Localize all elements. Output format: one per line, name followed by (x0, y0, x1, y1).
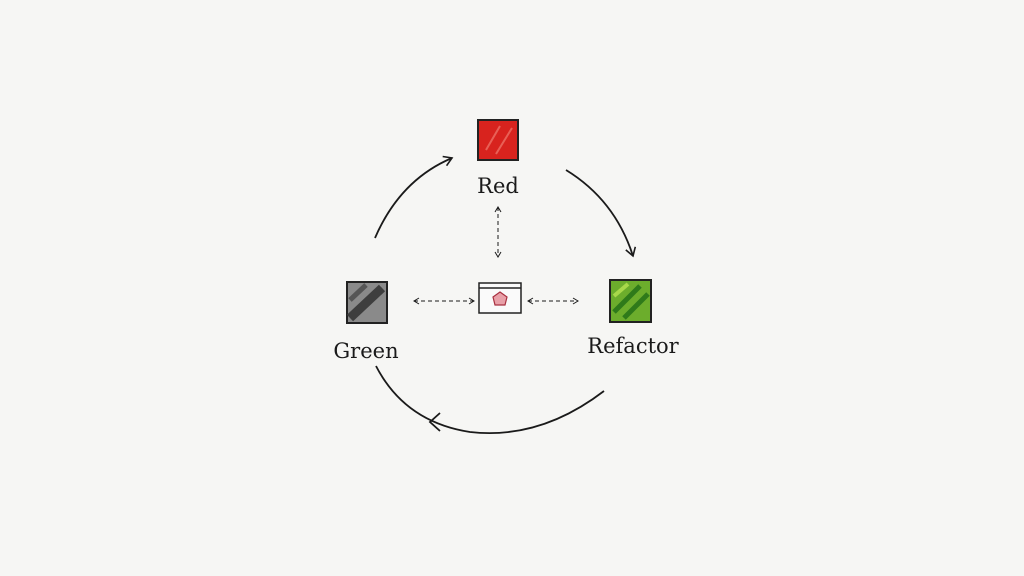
arrow-refactor-to-green (375, 365, 605, 435)
arrow-green-to-red (374, 155, 454, 239)
green-node-square (346, 281, 388, 324)
red-node-square (477, 119, 519, 161)
arrowhead-bottom (428, 412, 441, 432)
refactor-node-square (609, 279, 652, 323)
refactor-label: Refactor (587, 334, 679, 358)
arrow-red-to-refactor (565, 169, 637, 258)
browser-window-pentagon-icon (478, 282, 522, 314)
green-label: Green (333, 339, 399, 363)
red-label: Red (477, 174, 519, 198)
